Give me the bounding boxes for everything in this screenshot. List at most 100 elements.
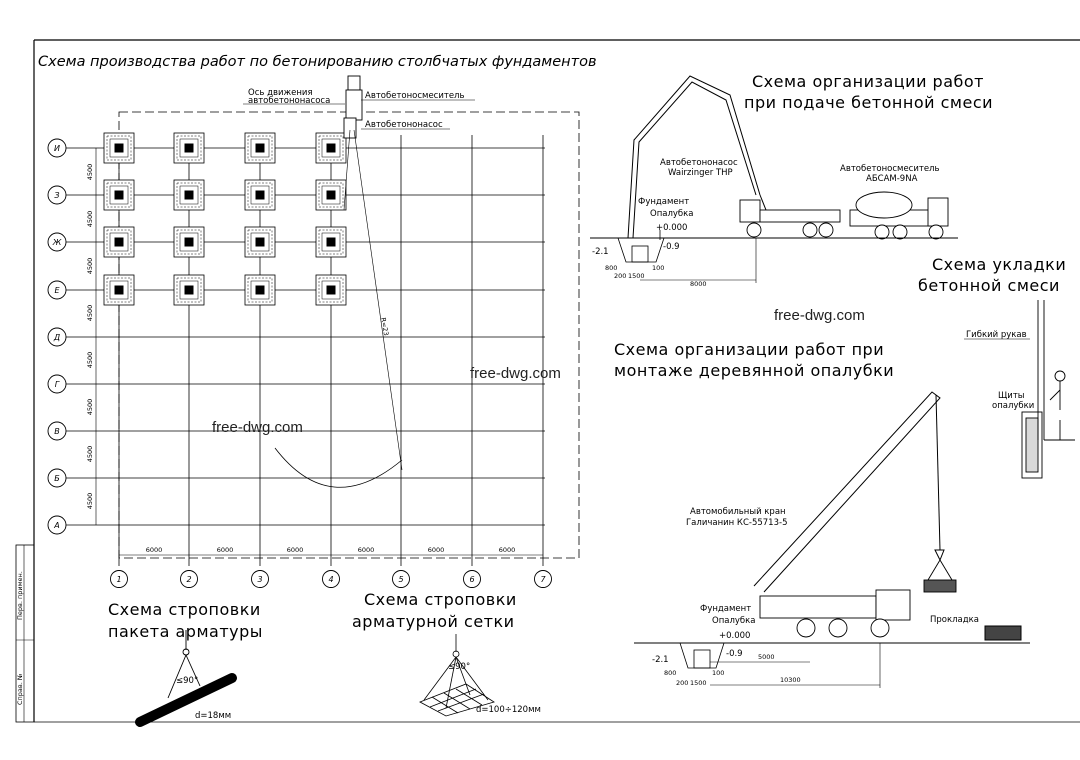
foundation — [103, 274, 135, 306]
plan-leaders — [243, 99, 475, 130]
concrete-dim-8000: 8000 — [690, 280, 707, 288]
row-dim: 4500 — [86, 399, 94, 416]
crane-title-2: монтаже деревянной опалубки — [614, 361, 894, 380]
crane-level-minus21: -2.1 — [652, 655, 669, 665]
laying-title-1: Схема укладки — [932, 255, 1066, 274]
laying-title-2: бетонной смеси — [918, 276, 1060, 295]
crane-label-2: Галичанин КС-55713-5 — [686, 518, 787, 528]
concrete-dim-800: 800 — [605, 264, 617, 272]
col-dim: 6000 — [499, 546, 516, 554]
row-dim: 4500 — [86, 352, 94, 369]
axis-label-b: Б — [54, 474, 60, 483]
crane-title-1: Схема организации работ при — [614, 340, 884, 359]
crane-dim-5000: 5000 — [758, 653, 775, 661]
pump-truck-side — [739, 199, 841, 238]
sling-rebar-diameter: d=18мм — [195, 711, 231, 721]
crane-boom — [753, 391, 945, 593]
col-dimensions: 6000 6000 6000 6000 6000 6000 — [146, 546, 516, 554]
foundation — [315, 226, 347, 258]
crane-level-zero: +0.000 — [719, 631, 750, 641]
foundation — [103, 179, 135, 211]
mixer-label-2: АБСАМ-9NA — [866, 174, 918, 184]
axis-label-z: З — [54, 191, 59, 200]
foundation — [103, 226, 135, 258]
col-axis-labels: 1 2 3 4 5 6 7 — [116, 575, 546, 584]
sheet-frame — [15, 39, 1080, 723]
main-title: Схема производства работ по бетонировани… — [38, 54, 597, 70]
crane-pad-label: Прокладка — [930, 615, 979, 625]
sling-mesh-title-2: арматурной сетки — [352, 612, 515, 631]
crane-dim-10300: 10300 — [780, 676, 801, 684]
sling-rebar-title-2: пакета арматуры — [108, 622, 263, 641]
crane-dim-1500: 1500 — [690, 679, 707, 687]
pump-truck-plan — [343, 75, 403, 471]
concrete-dim-100: 100 — [652, 264, 664, 272]
axis-label-3: 3 — [257, 575, 262, 584]
row-axes — [47, 138, 67, 535]
foundation — [315, 179, 347, 211]
crane-dims — [710, 643, 881, 688]
pad-stack — [984, 625, 1022, 641]
concrete-title-2: при подаче бетонной смеси — [744, 93, 993, 112]
concrete-formwork-label: Опалубка — [650, 209, 694, 219]
crane-label-1: Автомобильный кран — [690, 507, 786, 517]
concrete-dim-1500: 1500 — [628, 272, 645, 280]
sling-mesh-drawing — [419, 634, 495, 717]
concrete-dim-200: 200 — [614, 272, 626, 280]
concrete-foundation-label: Фундамент — [638, 197, 689, 207]
sling-rebar-angle: ≤90° — [176, 676, 198, 686]
row-axis-labels: И З Ж Е Д Г В Б А — [52, 144, 62, 530]
shields-label-2: опалубки — [992, 401, 1034, 411]
foundation — [315, 274, 347, 306]
crane-dim-100: 100 — [712, 669, 724, 677]
watermark: free-dwg.com — [470, 365, 561, 382]
axis-label-1: 1 — [116, 575, 121, 584]
foundation — [244, 132, 276, 164]
axis-label-7: 7 — [540, 575, 546, 584]
foundation — [173, 179, 205, 211]
col-dim: 6000 — [287, 546, 304, 554]
axis-label-v: В — [54, 427, 60, 436]
plan-mixer-label: Автобетоносмеситель — [365, 91, 465, 101]
foundation — [173, 132, 205, 164]
concrete-dims — [640, 238, 757, 283]
axis-label-i: И — [54, 144, 60, 153]
plan-pump-label: Автобетононасос — [365, 120, 443, 130]
foundation — [173, 226, 205, 258]
concrete-level-minus09: -0.9 — [663, 242, 680, 252]
watermark: free-dwg.com — [212, 419, 303, 436]
watermark: free-dwg.com — [774, 307, 865, 324]
row-dim: 4500 — [86, 164, 94, 181]
row-dim: 4500 — [86, 258, 94, 275]
row-dim: 4500 — [86, 493, 94, 510]
row-dim: 4500 — [86, 211, 94, 228]
stamp-label-1: Перв. примен. — [16, 571, 24, 620]
axis-label-e: Е — [54, 286, 60, 295]
row-dim: 4500 — [86, 446, 94, 463]
shields-label-1: Щиты — [998, 391, 1024, 401]
radius-label: R=23 — [379, 317, 390, 336]
laying-drawing — [1021, 300, 1075, 479]
axis-label-a: А — [53, 521, 59, 530]
crane-dim-200: 200 — [676, 679, 688, 687]
foundation — [244, 179, 276, 211]
col-dim: 6000 — [358, 546, 375, 554]
foundations — [103, 132, 347, 306]
foundation — [103, 132, 135, 164]
col-dim: 6000 — [146, 546, 163, 554]
axis-movement-label-2: автобетононасоса — [248, 96, 330, 106]
axis-label-zh: Ж — [52, 238, 62, 247]
concrete-level-zero: +0.000 — [656, 223, 687, 233]
pump-reach-arc — [274, 447, 403, 488]
sling-rebar-title-1: Схема строповки — [108, 600, 261, 619]
foundation — [244, 274, 276, 306]
pump-label-1: Автобетононасос — [660, 158, 738, 168]
col-dim: 6000 — [428, 546, 445, 554]
concrete-pit — [617, 230, 665, 263]
concrete-level-minus21: -2.1 — [592, 247, 609, 257]
axis-label-2: 2 — [186, 575, 191, 584]
crane-dim-800: 800 — [664, 669, 676, 677]
col-dim: 6000 — [217, 546, 234, 554]
crane-level-minus09: -0.9 — [726, 649, 743, 659]
